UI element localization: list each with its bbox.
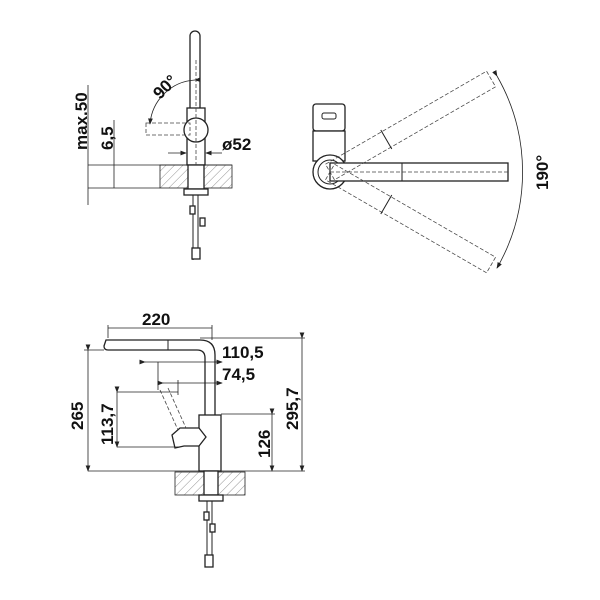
faucet-spout (103, 339, 216, 421)
diameter-label: ø52 (222, 135, 251, 154)
total-height-label: 295,7 (283, 387, 302, 430)
body-height-label: 126 (255, 430, 274, 458)
mounting-nut (183, 188, 209, 196)
swivel-angle-label: 190° (533, 155, 552, 190)
hose-connector (191, 247, 201, 260)
faucet-spout (189, 30, 201, 111)
offset-2-label: 74,5 (222, 365, 255, 384)
faucet-body (198, 414, 222, 472)
thickness-label: 6,5 (98, 126, 117, 150)
lever-angle-label: 90° (149, 71, 181, 103)
lever-height-label: 113,7 (98, 403, 117, 445)
reach-label: 220 (142, 310, 170, 329)
side-view-lever: 90° max.50 6,5 ø52 (72, 30, 251, 260)
mounting-nut (198, 494, 224, 502)
side-view-spout: 220 110,5 74,5 265 113,7 126 295,7 (68, 310, 305, 568)
top-view-swivel: 190° (312, 69, 552, 274)
max-height-label: max.50 (72, 92, 91, 150)
offset-1-label: 110,5 (222, 343, 264, 362)
hose-connector (204, 554, 214, 568)
spout-height-label: 265 (68, 402, 87, 430)
